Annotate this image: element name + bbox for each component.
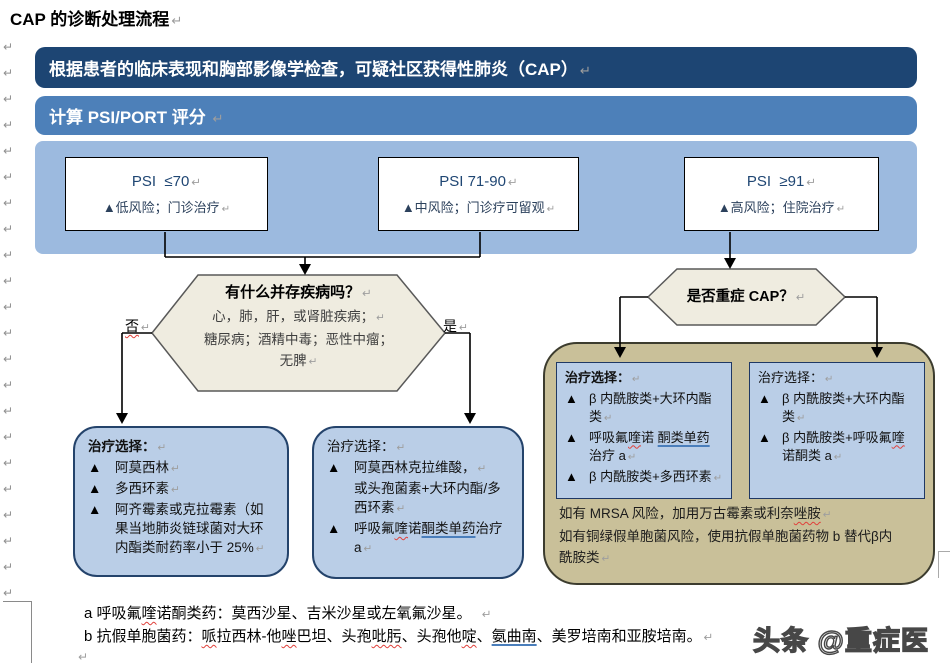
return-mark: ↵ (3, 508, 14, 522)
psi-score-mid: PSI 71-90↵ (439, 172, 518, 190)
severe-panel-notes: 如有 MRSA 风险，加用万古霉素或利奈唑胺↵ 如有铜绿假单胞菌风险，使用抗假单… (559, 503, 927, 570)
page-title: CAP 的诊断处理流程↵ (10, 10, 183, 29)
return-mark: ↵ (3, 404, 14, 418)
return-mark: ↵ (3, 248, 14, 262)
mrsa-note: 如有 MRSA 风险，加用万古霉素或利奈唑胺↵ (559, 506, 832, 521)
treatment-box-comorbid: 治疗选择：↵ ▲ 阿莫西林克拉维酸，↵或头孢菌素+大环内酯/多西环素↵ ▲ 呼吸… (312, 426, 524, 579)
return-mark: ↵ (3, 586, 14, 600)
return-mark: ↵ (3, 118, 14, 132)
triangle-bullet-icon: ▲ (88, 502, 102, 517)
treatment-heading: 治疗选择：↵ (758, 370, 834, 385)
return-mark: ↵ (3, 40, 14, 54)
list-item: ▲ β 内酰胺类+大环内酯类↵ (565, 390, 712, 425)
banner-suspect-text: 根据患者的临床表现和胸部影像学检查，可疑社区获得性肺炎（CAP）↵ (49, 60, 592, 79)
psi-score-low: PSI ≤70↵ (131, 172, 202, 190)
list-item: ▲ 阿莫西林克拉维酸，↵或头孢菌素+大环内酯/多西环素↵ (327, 460, 501, 515)
psi-score-high: PSI ≥91↵ (746, 172, 817, 190)
triangle-bullet-icon: ▲ (327, 521, 341, 536)
return-mark: ↵ (3, 222, 14, 236)
triangle-bullet-icon: ▲ (327, 460, 341, 475)
branch-label-no: 否↵ (125, 318, 151, 334)
banner-psi-score: 计算 PSI/PORT 评分 ↵ (35, 96, 917, 135)
treatment-heading: 治疗选择：↵ (88, 439, 167, 454)
list-item: ▲ 呼吸氟喹诺 酮类单药治疗 a↵ (565, 429, 710, 464)
trailing-return-mark: ↵ (78, 650, 89, 663)
banner-suspect-cap: 根据患者的临床表现和胸部影像学检查，可疑社区获得性肺炎（CAP）↵ (35, 47, 917, 88)
margin-return-marks: ↵ ↵ ↵ ↵ ↵ ↵ ↵ ↵ ↵ ↵ ↵ ↵ ↵ ↵ ↵ ↵ ↵ ↵ ↵ ↵ ↵ ↵ (3, 34, 13, 606)
triangle-bullet-icon: ▲ (565, 390, 578, 406)
return-mark: ↵ (3, 430, 14, 444)
psi-risk-high: ▲高风险；住院治疗↵ (717, 199, 846, 215)
toutiao-watermark: 头条 @重症医学 (752, 625, 929, 656)
psi-risk-mid: ▲中风险；门诊疗可留观↵ (401, 199, 556, 215)
triangle-bullet-icon: ▲ (758, 429, 771, 445)
triangle-bullet-icon: ▲ (758, 390, 771, 406)
triangle-bullet-icon: ▲ (88, 460, 102, 475)
list-item: ▲ 阿莫西林↵ (88, 460, 180, 475)
arrowhead-icon (464, 413, 476, 424)
text-frame-corner (938, 551, 950, 578)
decision-title: 有什么并存疾病吗？↵ (225, 284, 372, 301)
treatment-heading: 治疗选择：↵ (565, 370, 641, 385)
return-mark: ↵ (3, 378, 14, 392)
comorbidity-decision-text: 有什么并存疾病吗？↵ 心，肺，肝，或肾脏疾病；↵ 糖尿病；酒精中毒；恶性中瘤； … (165, 281, 432, 373)
list-item: ▲ β 内酰胺类+多西环素↵ (565, 468, 723, 489)
return-mark: ↵ (3, 482, 14, 496)
return-mark: ↵ (3, 170, 14, 184)
return-mark: ↵ (3, 274, 14, 288)
triangle-bullet-icon: ▲ (88, 481, 102, 496)
severe-cap-decision-text: 是否重症 CAP？↵ (686, 289, 806, 305)
list-item: ▲ 多西环素↵ (88, 481, 180, 496)
list-item: ▲ β 内酰胺类+大环内酯类↵ (758, 390, 905, 425)
return-mark: ↵ (3, 196, 14, 210)
psi-box-mid-risk: PSI 71-90↵ ▲中风险；门诊疗可留观↵ (378, 157, 579, 231)
return-mark: ↵ (3, 456, 14, 470)
psi-box-low-risk: PSI ≤70↵ ▲低风险；门诊治疗↵ (65, 157, 268, 231)
banner-psi-text: 计算 PSI/PORT 评分 ↵ (49, 108, 224, 127)
footnote-b: b 抗假单胞菌药：哌拉西林-他唑巴坦、头孢吡肟、头孢他啶、氨曲南、美罗培南和亚胺… (84, 628, 714, 645)
return-mark: ↵ (3, 326, 14, 340)
arrowhead-icon (116, 413, 128, 424)
footnote-a: a 呼吸氟喹诺酮类药：莫西沙星、吉米沙星或左氧氟沙星。 ↵ (84, 605, 492, 622)
return-mark: ↵ (3, 92, 14, 106)
text-frame-corner (3, 601, 32, 663)
return-mark: ↵ (3, 534, 14, 548)
return-mark: ↵ (3, 352, 14, 366)
list-item: ▲ 阿齐霉素或克拉霉素（如果当地肺炎链球菌对大环内酯类耐药率小于 25%↵ (88, 502, 265, 555)
severe-treatment-box-b: 治疗选择：↵ ▲ β 内酰胺类+大环内酯类↵ ▲ β 内酰胺类+呼吸氟喹诺酮类 … (749, 362, 925, 499)
triangle-bullet-icon: ▲ (565, 468, 578, 484)
triangle-bullet-icon: ▲ (565, 429, 578, 445)
treatment-box-outpatient: 治疗选择：↵ ▲ 阿莫西林↵ ▲ 多西环素↵ ▲ 阿齐霉素或克拉霉素（如果当地肺… (73, 426, 289, 577)
arrowhead-icon (724, 258, 736, 269)
return-mark: ↵ (3, 66, 14, 80)
connector-line (121, 332, 152, 415)
treatment-heading: 治疗选择：↵ (327, 439, 406, 454)
branch-label-yes: 是↵ (443, 318, 469, 334)
severe-treatment-box-a: 治疗选择：↵ ▲ β 内酰胺类+大环内酯类↵ ▲ 呼吸氟喹诺 酮类单药治疗 a↵… (556, 362, 732, 499)
return-mark: ↵ (3, 144, 14, 158)
connector-line (445, 332, 471, 415)
return-mark: ↵ (3, 300, 14, 314)
return-mark: ↵ (3, 560, 14, 574)
pseudomonas-note: 如有铜绿假单胞菌风险，使用抗假单胞菌药物 b 替代β内酰胺类↵ (559, 529, 893, 565)
arrowhead-icon (299, 264, 311, 275)
psi-risk-low: ▲低风险；门诊治疗↵ (102, 199, 231, 215)
psi-box-high-risk: PSI ≥91↵ ▲高风险；住院治疗↵ (684, 157, 879, 231)
list-item: ▲ β 内酰胺类+呼吸氟喹诺酮类 a↵ (758, 429, 905, 464)
